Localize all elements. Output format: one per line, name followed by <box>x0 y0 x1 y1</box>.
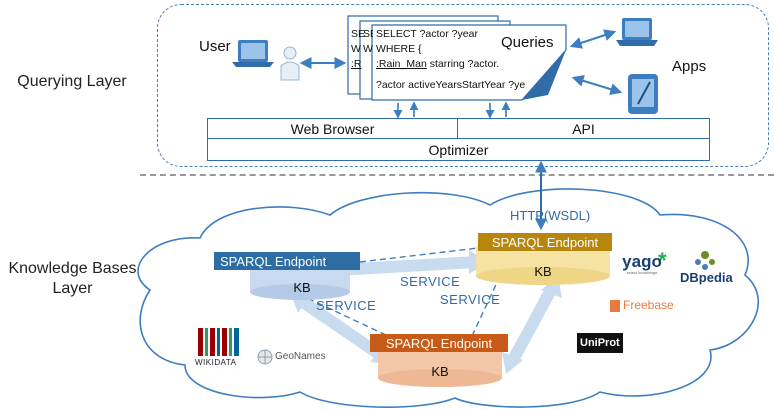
yago-logo: yago select knowledge <box>620 252 664 275</box>
query-line3: :Rain_Man starring ?actor. <box>376 57 526 72</box>
kb-right-cylinder <box>476 246 610 285</box>
kb-bottom-label: KB <box>431 364 449 379</box>
sparql-endpoint-bottom[interactable]: SPARQL Endpoint <box>370 334 508 352</box>
app-tablet-icon <box>628 74 658 114</box>
query-back-line1: SE <box>351 28 366 40</box>
querying-layer-label: Querying Layer <box>17 73 127 90</box>
kb-right-label: KB <box>534 264 552 279</box>
api-label: API <box>572 121 595 137</box>
service-label-top: SERVICE <box>400 274 461 289</box>
queries-label: Queries <box>501 34 554 51</box>
query-line2: WHERE { <box>376 43 422 55</box>
query-back2-text: SE W <box>363 27 373 57</box>
uniprot-logo-text: UniProt <box>580 337 620 349</box>
svg-text:*: * <box>658 248 667 273</box>
user-laptop-icon <box>232 40 274 67</box>
query-back-text: SE W :R <box>351 27 367 72</box>
dbpedia-logo-icon <box>695 251 715 270</box>
optimizer-box[interactable]: Optimizer <box>207 138 710 161</box>
query-line1: SELECT ?actor ?year <box>376 28 478 40</box>
kb-left-label: KB <box>293 280 311 295</box>
web-browser-label: Web Browser <box>290 121 375 137</box>
apps-label: Apps <box>672 58 707 75</box>
freebase-logo-icon <box>610 300 620 312</box>
layer-separator <box>140 174 774 176</box>
dbpedia-logo-text: DBpedia <box>680 270 733 285</box>
user-label: User <box>199 38 231 55</box>
optimizer-label: Optimizer <box>428 142 489 158</box>
web-browser-box[interactable]: Web Browser <box>207 118 458 139</box>
query-back2-line2: W <box>363 43 373 55</box>
sparql-query-text: SELECT ?actor ?year WHERE { :Rain_Man st… <box>376 27 526 99</box>
uniprot-logo <box>577 333 623 353</box>
page-curl-icon <box>522 50 566 100</box>
user-person-icon <box>280 46 300 81</box>
query-back-line3: :R <box>351 58 362 70</box>
yago-logo-text: yago <box>622 252 662 271</box>
service-label-left: SERVICE <box>316 298 377 313</box>
rain-man-link[interactable]: :Rain_Man <box>376 58 427 70</box>
yago-star-icon: * <box>658 248 667 273</box>
kb-bottom-cylinder <box>378 347 502 387</box>
service-label-middle: SERVICE <box>440 292 501 307</box>
kb-layer-label: Knowledge Bases Layer <box>0 259 145 299</box>
yago-logo-sub: select knowledge <box>626 270 658 275</box>
querying-layer-frame <box>157 4 769 167</box>
api-box[interactable]: API <box>457 118 710 139</box>
http-wsdl-label: HTTP(WSDL) <box>510 208 591 223</box>
geonames-logo-icon <box>257 349 273 365</box>
geonames-logo-text: GeoNames <box>275 351 326 362</box>
wikidata-logo-text: WIKIDATA <box>195 358 237 367</box>
sparql-endpoint-right[interactable]: SPARQL Endpoint <box>478 233 612 251</box>
kb-layer-label-line1: Knowledge Bases <box>8 260 137 277</box>
query-line3-rest: starring ?actor. <box>426 58 500 70</box>
sparql-endpoint-left[interactable]: SPARQL Endpoint <box>214 252 360 270</box>
freebase-logo-text: Freebase <box>623 298 674 312</box>
app-laptop-icon <box>616 18 658 46</box>
query-back-line2: W <box>351 43 361 55</box>
kb-layer-label-line2: Layer <box>52 280 93 297</box>
query-back2-line1: SE <box>363 28 373 40</box>
query-line4: ?actor activeYearsStartYear ?ye <box>376 79 526 91</box>
wikidata-logo <box>198 328 239 356</box>
